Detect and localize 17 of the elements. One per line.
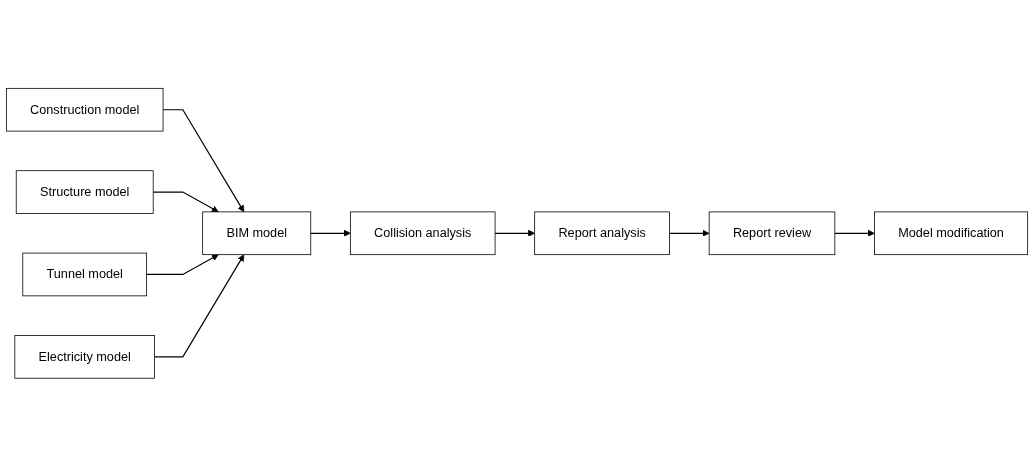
arrow: [494, 230, 535, 237]
node-box: Model modification: [874, 211, 1029, 256]
arrow: [154, 254, 245, 358]
node-box: BIM model: [202, 211, 312, 256]
node-box: Construction model: [5, 88, 164, 132]
node-box: Report review: [708, 211, 836, 256]
node-box: Electricity model: [14, 335, 155, 379]
arrow: [834, 230, 875, 237]
node-box: Tunnel model: [22, 252, 148, 297]
arrow: [668, 230, 710, 237]
node-box: Collision analysis: [349, 211, 496, 256]
node-box: Structure model: [15, 170, 154, 215]
arrow: [310, 230, 351, 237]
arrow: [162, 109, 245, 213]
arrow: [146, 254, 219, 276]
arrow: [152, 191, 219, 213]
node-box: Report analysis: [534, 211, 670, 256]
